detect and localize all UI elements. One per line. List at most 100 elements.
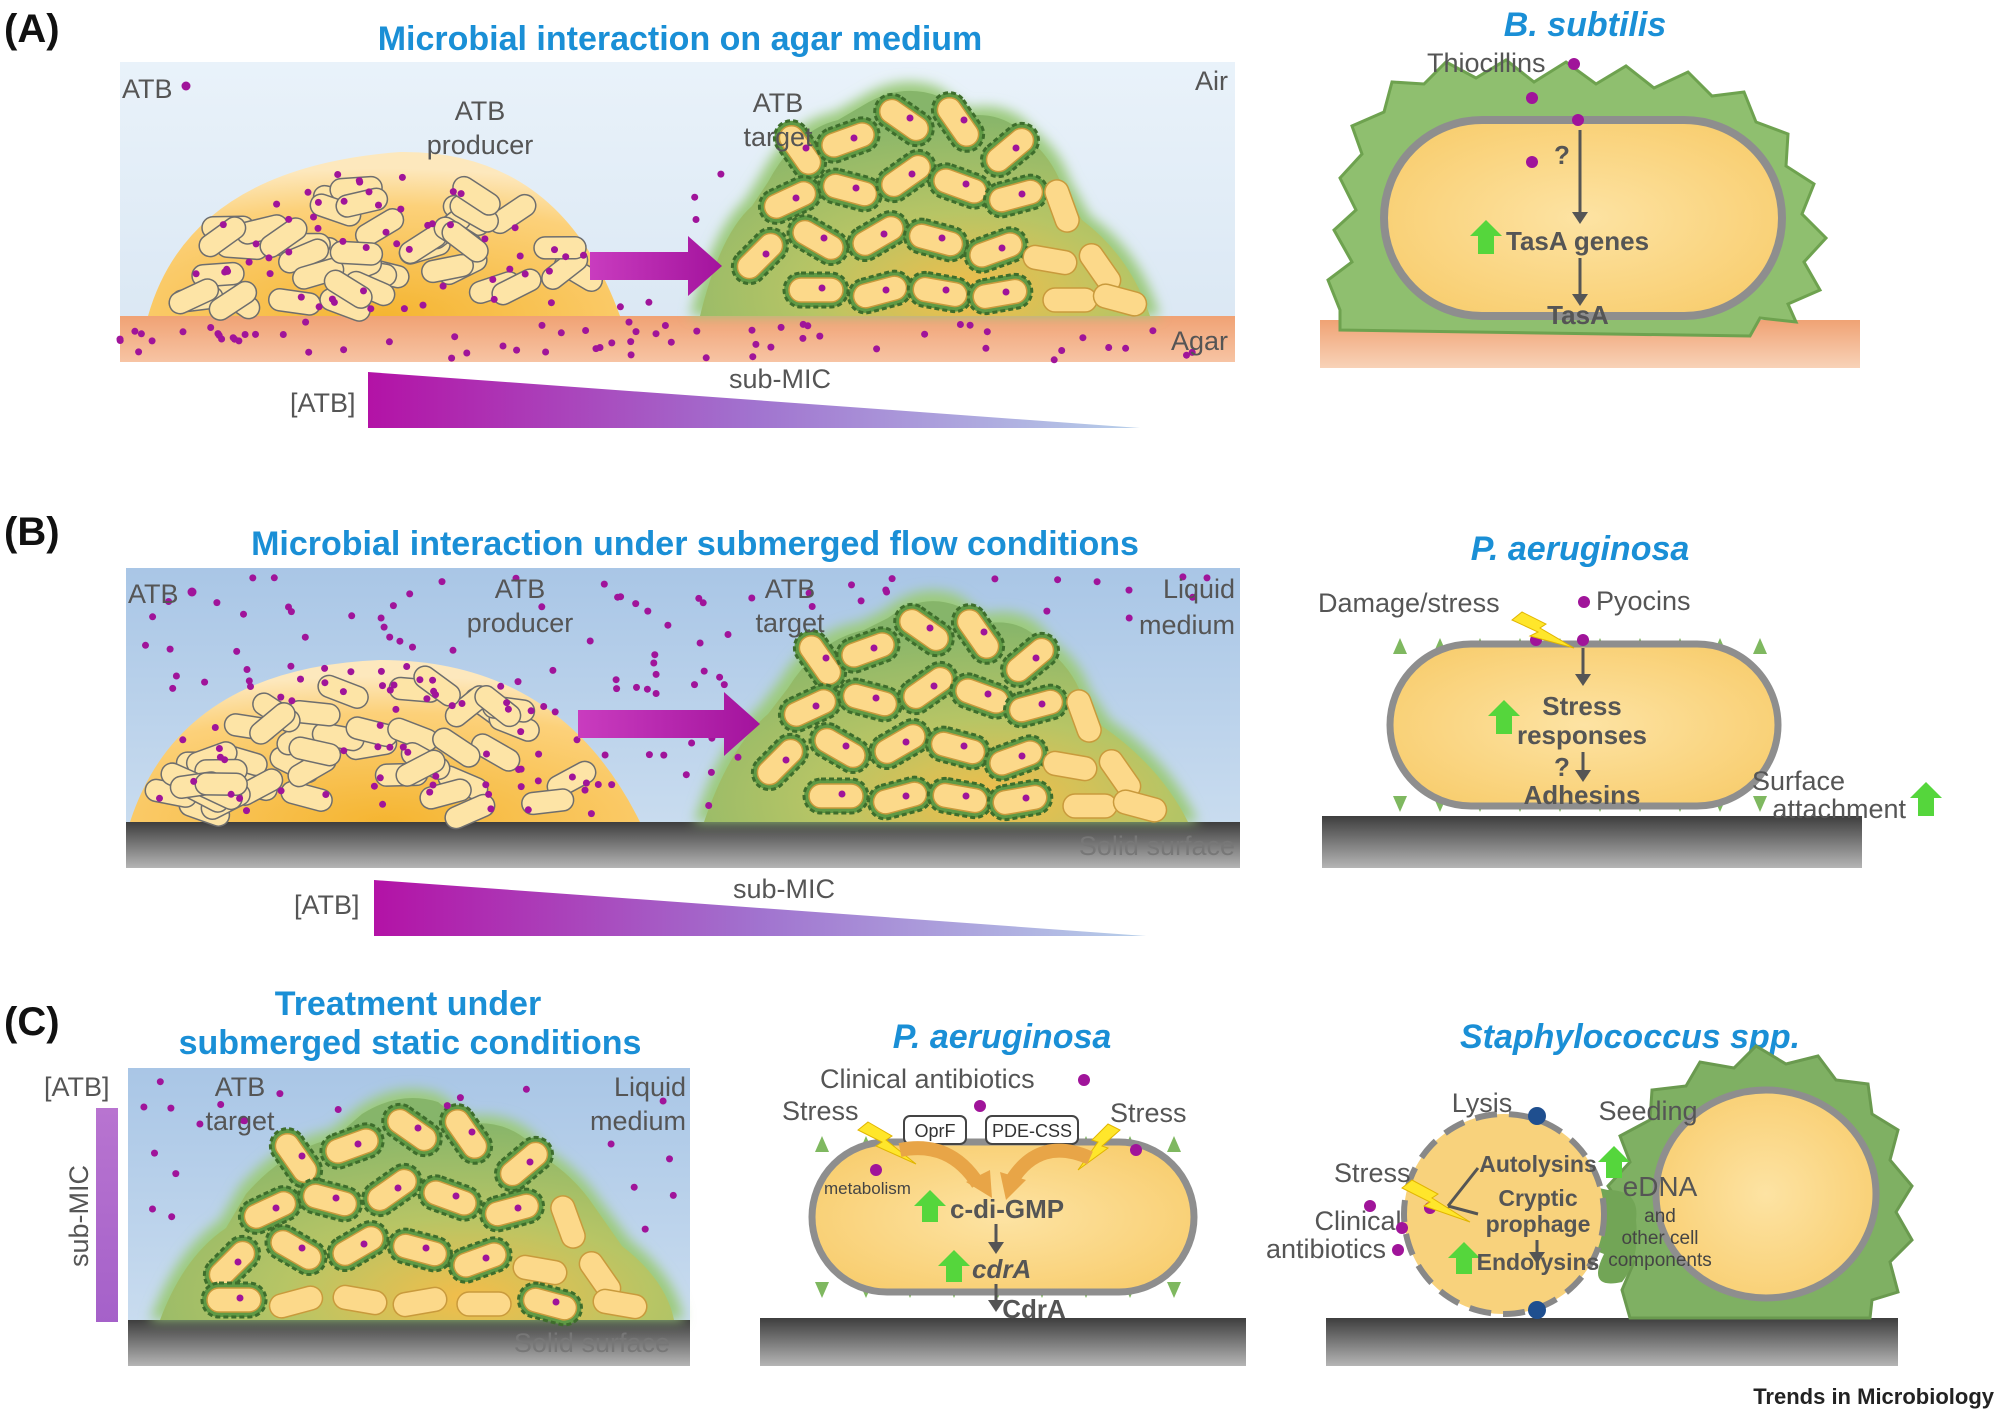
atb-molecule <box>270 574 278 582</box>
target-cells <box>750 602 1168 823</box>
atb-molecule <box>748 594 756 602</box>
atb-molecule <box>1050 356 1058 364</box>
atb-molecule <box>870 644 878 652</box>
atb-molecule <box>393 240 401 248</box>
atb-molecule <box>192 270 200 278</box>
atb-molecule <box>233 647 241 655</box>
atb-molecule <box>485 790 493 798</box>
atb-molecule <box>298 1244 306 1252</box>
atb-molecule <box>792 194 800 202</box>
atb-molecule <box>321 664 329 672</box>
target-cell <box>1042 750 1098 782</box>
atb-molecule <box>873 345 881 353</box>
atb-legend-dot <box>181 81 191 91</box>
target-cells <box>730 91 1148 317</box>
atb-molecule <box>236 1294 244 1302</box>
atb-molecule <box>190 777 198 785</box>
producer-cell <box>168 278 220 315</box>
target-cell <box>1066 689 1102 743</box>
atb-molecule <box>818 284 826 292</box>
atb-molecule <box>882 586 890 594</box>
antibiotic-dot <box>870 1164 882 1176</box>
thiocillin-dot <box>1526 92 1538 104</box>
atb-molecule <box>921 330 929 338</box>
up-arrow-icon <box>1488 700 1520 734</box>
atb-molecule <box>614 593 622 601</box>
surface-attachment-label-2: attachment <box>1772 794 1906 824</box>
atb-molecule <box>231 335 239 343</box>
atb-molecule <box>456 1094 464 1102</box>
atb-molecules <box>116 170 1196 364</box>
producer-cell <box>335 187 389 218</box>
atb-molecule <box>960 742 968 750</box>
target-cell <box>872 781 928 815</box>
atb-molecule <box>998 244 1006 252</box>
producer-cell <box>288 736 342 767</box>
atb-molecule <box>688 739 696 747</box>
atb-molecule <box>512 574 520 582</box>
atb-molecule <box>1054 576 1062 584</box>
target-cell <box>852 215 904 257</box>
arrowhead <box>1000 1172 1026 1200</box>
atb-molecule <box>808 603 816 610</box>
atb-molecule <box>438 578 446 586</box>
interaction-arrow <box>590 236 722 296</box>
atb-molecule <box>386 633 394 641</box>
atb-molecule <box>716 673 724 681</box>
target-cell <box>992 784 1048 816</box>
atb-molecule <box>504 705 512 713</box>
atb-molecule <box>215 745 223 752</box>
gradient-label: [ATB] <box>290 388 356 418</box>
solid-surface <box>1326 1318 1898 1366</box>
atb-molecule <box>497 682 505 690</box>
liquid-label-2: medium <box>1139 610 1235 640</box>
atb-molecule <box>398 173 406 181</box>
target-cell <box>874 723 926 765</box>
gradient-label: [ATB] <box>294 890 360 920</box>
liquid-label-2: medium <box>590 1106 686 1136</box>
atb-molecule <box>419 301 427 309</box>
panel-c-title-2: submerged static conditions <box>179 1024 642 1062</box>
atb-molecule <box>277 787 285 795</box>
target-cell <box>912 276 968 308</box>
thiocillins-label: Thiocillins <box>1427 48 1546 78</box>
atb-molecule <box>151 1149 158 1157</box>
target-cell <box>456 1291 512 1317</box>
atb-molecule <box>930 682 938 690</box>
adhesin-spike <box>815 1136 829 1152</box>
target-cell <box>969 232 1023 268</box>
atb-molecule <box>243 666 251 673</box>
atb-molecule <box>1125 614 1133 622</box>
atb-molecule <box>1093 578 1101 586</box>
target-cell <box>792 219 844 261</box>
atb-molecule <box>314 224 322 232</box>
producer-cell <box>249 702 296 745</box>
atb-molecule <box>616 303 624 311</box>
atb-molecule <box>429 781 437 789</box>
target-cell <box>841 632 895 668</box>
target-cell <box>989 740 1043 776</box>
atb-molecule <box>705 802 713 809</box>
target-cell <box>985 127 1035 173</box>
atb-legend-label: ATB <box>122 74 173 104</box>
atb-molecule <box>288 697 296 705</box>
producer-cell <box>395 749 446 787</box>
solid-surface <box>760 1318 1246 1366</box>
atb-molecule <box>580 251 587 259</box>
atb-molecule <box>601 751 609 759</box>
atb-molecule <box>542 348 550 356</box>
atb-molecule <box>848 581 855 589</box>
solid-surface <box>128 1320 690 1366</box>
atb-molecule <box>612 676 620 684</box>
atb-molecule <box>241 331 249 338</box>
target-cell <box>783 688 837 728</box>
unknown-mechanism: ? <box>1554 140 1570 170</box>
atb-molecule <box>1043 607 1051 615</box>
atb-molecule <box>691 681 698 689</box>
target-cell <box>522 1287 578 1321</box>
target-cell <box>332 1284 388 1316</box>
metabolism-label: metabolism <box>824 1179 911 1198</box>
target-cell <box>898 608 950 652</box>
producer-cell <box>474 685 522 728</box>
interaction-arrow <box>578 692 760 756</box>
